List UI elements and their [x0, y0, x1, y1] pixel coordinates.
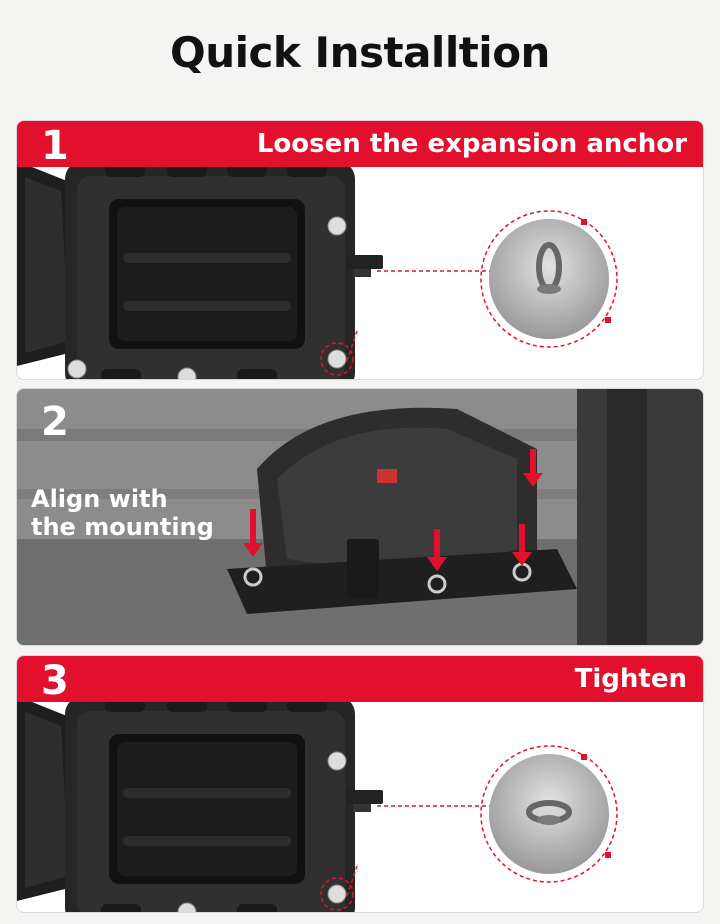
unlock-icon: [605, 317, 611, 323]
step-2-label: Align with the mounting: [31, 485, 214, 541]
lock-icon: [581, 219, 587, 225]
step-2-number: 2: [41, 399, 69, 445]
truck-bed-scene: [17, 389, 703, 645]
page-title: Quick Installtion: [170, 28, 550, 77]
step-2-panel: 2 Align with the mounting: [16, 388, 704, 646]
unlock-icon: [605, 852, 611, 858]
detail-tighten-anchor: [480, 745, 618, 883]
step-3-label: Tighten: [574, 664, 687, 694]
step-3-header-bar: [17, 656, 703, 702]
step-3-number: 3: [41, 658, 69, 704]
storage-box-illustration: [17, 161, 497, 379]
anchor-bolt-icon: [67, 216, 347, 379]
arrow-down-icon: [243, 449, 543, 571]
detail-loosen-anchor: [480, 210, 618, 348]
eye-bolt-icon: [526, 800, 572, 825]
lock-icon: [581, 754, 587, 760]
step-2-label-line2: the mounting: [31, 513, 214, 541]
step-3-panel: 3 Tighten: [16, 655, 704, 913]
step-1-panel: 1 Loosen the expansion anchor: [16, 120, 704, 380]
eye-bolt-icon: [536, 242, 562, 294]
step-1-label: Loosen the expansion anchor: [256, 129, 687, 159]
storage-box-illustration: [17, 696, 497, 912]
step-1-number: 1: [41, 123, 69, 169]
anchor-bolt-icon: [177, 751, 347, 912]
step-1-header-bar: [17, 121, 703, 167]
step-2-label-line1: Align with: [31, 485, 168, 513]
